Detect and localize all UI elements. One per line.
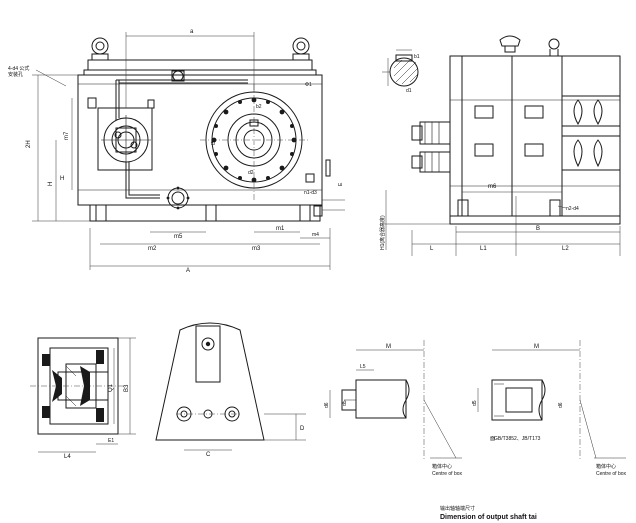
dim-d6: d6 <box>324 402 330 408</box>
dim-c: C <box>206 452 211 458</box>
dim-d5: d5 <box>342 400 348 406</box>
dim-B: B <box>536 226 540 232</box>
dim-a: a <box>190 29 194 35</box>
dim-L: L <box>430 246 434 252</box>
coupling-section: B3 Q1 L4 E1 <box>30 337 136 460</box>
dim-2h: 2H <box>26 140 32 148</box>
std-note-cn: 面 <box>490 436 495 442</box>
dim-l5: L5 <box>360 364 366 370</box>
dim-l3: l3 <box>211 141 217 145</box>
dim-m4: m4 <box>312 232 319 238</box>
caption-cn: 输出轴轴端尺寸 <box>440 505 475 512</box>
centre-cn-2: 箱体中心 <box>596 463 616 470</box>
dim-m6: m6 <box>488 184 497 190</box>
bolt-note-cn-1: 4-d4 公式 <box>8 65 29 72</box>
dim-e1: E1 <box>108 438 114 444</box>
dim-h: H <box>48 182 54 186</box>
centre-en-2: Centre of box <box>596 471 627 477</box>
shaft-key-section: b1 d1 <box>382 49 420 94</box>
dim-h1: H <box>60 176 64 182</box>
dim-m3: m3 <box>252 246 261 252</box>
dim-d5b: d5 <box>472 400 478 406</box>
dim-l4: L4 <box>64 454 71 460</box>
centre-en-1: Centre of box <box>432 471 463 477</box>
caption: 输出轴轴端尺寸 Dimension of output shaft tai <box>440 505 537 521</box>
dim-m1: m1 <box>276 226 285 232</box>
dim-d: D <box>300 426 305 432</box>
flange-bolts <box>211 97 297 183</box>
dim-m-right: M <box>534 344 539 350</box>
dim-d2: d2 <box>248 170 254 176</box>
dim-m7: m7 <box>64 131 70 140</box>
dim-b3: B3 <box>124 384 130 392</box>
output-shaft-1: M L5 d6 d5 箱体中心 Centre of box <box>324 340 463 477</box>
dim-b2: b2 <box>256 104 262 110</box>
dim-m2: m2 <box>148 246 157 252</box>
dim-h1-clutch: H1(离合器高度) <box>379 215 386 250</box>
output-shaft-2: M d5 d6 GB/T3852、JB/T173 面 箱体中心 Centre o… <box>472 340 627 477</box>
dim-n1d3: n1-d3 <box>304 190 317 196</box>
dim-q1: Q1 <box>108 383 114 392</box>
centre-cn-1: 箱体中心 <box>432 463 452 470</box>
dim-L1: L1 <box>480 246 487 252</box>
dim-n2d4: n2-d4 <box>566 206 579 212</box>
torque-arm: C D <box>155 322 306 458</box>
dim-L2: L2 <box>562 246 569 252</box>
dim-A: A <box>186 268 190 274</box>
front-view: a 4-d4 公式 安装孔 2H H m7 H b2 d2 l3 Φ1 n1-d… <box>8 29 345 274</box>
std-note: GB/T3852、JB/T173 <box>494 436 541 442</box>
dim-e: E <box>338 182 344 186</box>
dim-phi1: Φ1 <box>305 82 312 88</box>
dim-m-left: M <box>386 344 391 350</box>
bolt-note-cn-2: 安装孔 <box>8 71 23 78</box>
caption-en: Dimension of output shaft tai <box>440 514 537 521</box>
dim-m5: m5 <box>174 234 183 240</box>
dim-d1: d1 <box>406 88 412 94</box>
dim-d6b: d6 <box>558 402 564 408</box>
dim-b1: b1 <box>414 54 420 60</box>
side-view: H1(离合器高度) m6 n2-d4 B L L1 L2 <box>379 35 621 256</box>
